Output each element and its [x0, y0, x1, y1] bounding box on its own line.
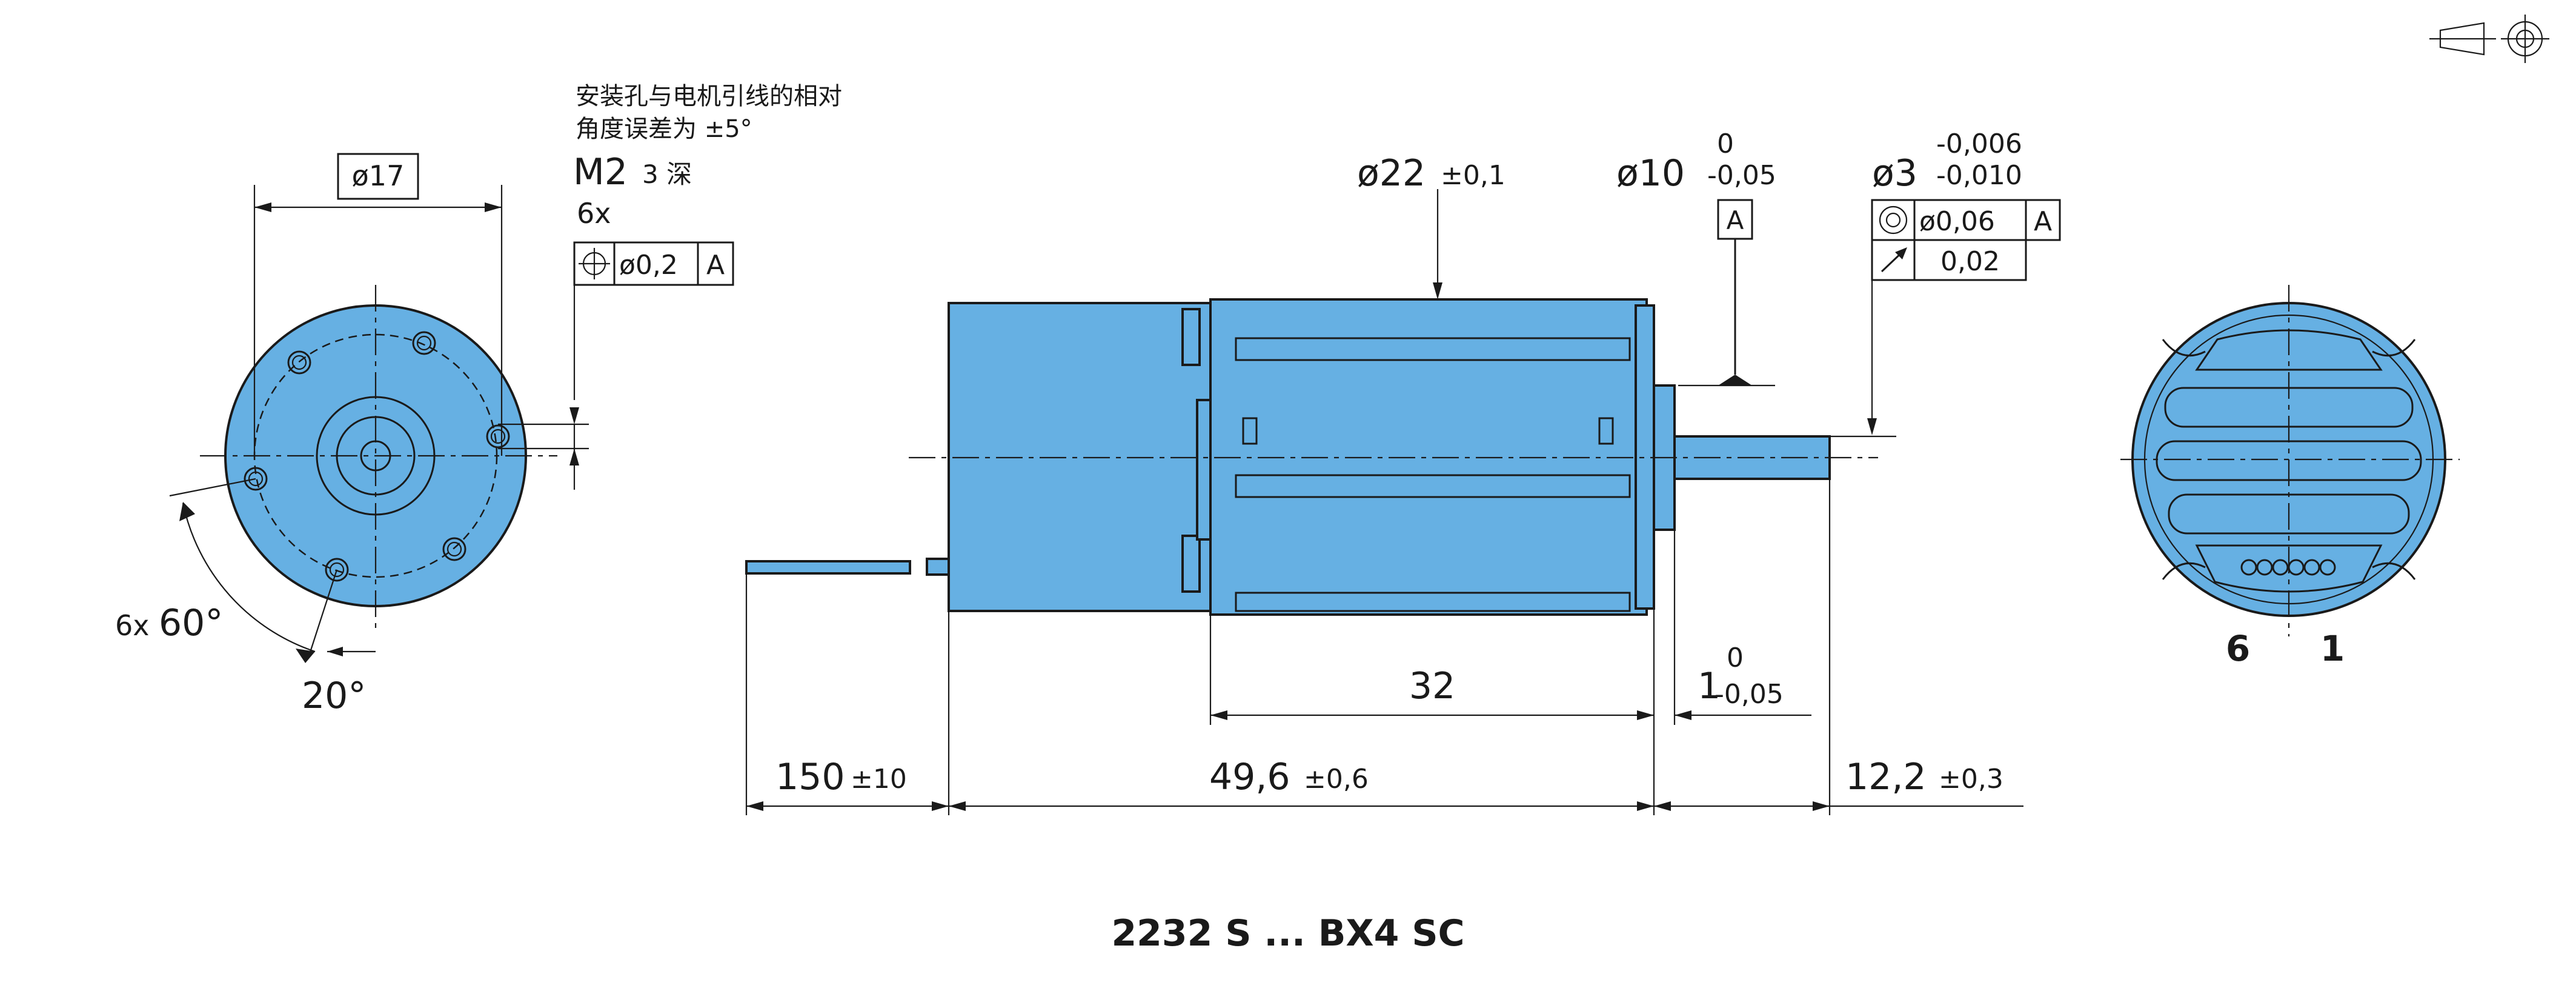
bolt-circle-box [337, 153, 419, 200]
body-diameter-label: ø22 [1357, 152, 1426, 195]
runout-icon [1881, 247, 1907, 273]
runout-frame: 0,02 [1871, 239, 2027, 281]
lead-length-tol: ±10 [851, 764, 907, 795]
rear-connector-housing [2195, 544, 2383, 593]
rear-rib-bottom [1181, 535, 1201, 593]
body-diameter-tol: ±0,1 [1441, 160, 1505, 191]
position-tolerance-icon [579, 248, 610, 279]
pilot-datum-box [1717, 199, 1753, 240]
concentricity-frame: ø0,06 A [1871, 199, 2061, 241]
lead-wire [745, 560, 911, 575]
motor-length-tol: ±0,6 [1304, 764, 1369, 795]
pilot-length-tol-upper: 0 [1727, 642, 1744, 673]
concentricity-icon [1879, 205, 1908, 235]
shaft-length-tol: ±0,3 [1939, 764, 2003, 795]
pin-label-1: 1 [2320, 628, 2345, 669]
pilot-datum-label: A [1727, 205, 1744, 235]
motor-length-label: 49,6 [1209, 756, 1290, 798]
runout-value: 0,02 [1940, 246, 2000, 277]
thread-depth-label: 3 深 [642, 159, 692, 189]
shaft-tol-upper: -0,006 [1936, 128, 2022, 159]
shaft-diameter-label: ø3 [1872, 152, 1917, 195]
pilot-length-tol-lower: -0,05 [1715, 679, 1784, 710]
position-tolerance-datum: A [706, 250, 725, 281]
pilot-tol-upper: 0 [1717, 128, 1734, 159]
bolt-circle-label: ø17 [352, 159, 405, 192]
rear-rib-top [1181, 308, 1201, 366]
front-flange [1635, 304, 1655, 610]
concentricity-datum: A [2034, 206, 2052, 237]
mounting-holes [244, 331, 510, 582]
side-view: ø22 ±0,1 ø10 0 -0,05 A ø3 -0,006 -0,010 … [745, 128, 2061, 815]
pilot-tol-lower: -0,05 [1707, 160, 1776, 191]
concentricity-value: ø0,06 [1919, 206, 1995, 237]
housing-slot-middle [1235, 474, 1631, 498]
motor-rear-cap [948, 302, 1212, 612]
pilot-length-label: 1 [1698, 665, 1721, 707]
thread-label: M2 [573, 151, 628, 193]
housing-window-left [1242, 417, 1258, 445]
angle-offset-label: 20° [302, 675, 366, 717]
mounting-note-line2: 角度误差为 ±5° [576, 115, 752, 143]
shaft-length-label: 12,2 [1845, 756, 1927, 798]
lead-length-label: 150 [775, 756, 845, 798]
angle-spacing-label: 60° [159, 602, 223, 644]
pilot-diameter-label: ø10 [1616, 152, 1685, 195]
rear-view: 6 1 [2120, 285, 2460, 669]
position-tolerance-value: ø0,2 [619, 250, 678, 281]
angle-count-label: 6x [115, 609, 150, 642]
housing-slot-bottom [1235, 592, 1631, 612]
housing-slot-top [1235, 337, 1631, 361]
housing-window-right [1598, 417, 1614, 445]
shaft-tol-lower: -0,010 [1936, 160, 2022, 191]
length-32-label: 32 [1409, 665, 1455, 707]
hole-count-label: 6x [577, 197, 611, 230]
pin-label-6: 6 [2226, 628, 2250, 669]
mounting-note-line1: 安装孔与电机引线的相对 [576, 82, 842, 110]
front-view: ø17 6x 60° 20° 安装孔与电机引线的相对 角度误差为 ±5° M2 … [115, 82, 842, 717]
model-label: 2232 S ... BX4 SC [1111, 912, 1464, 955]
first-angle-projection-icon [2429, 15, 2549, 63]
rear-rib-1 [2195, 329, 2383, 371]
connector-pins [2240, 559, 2336, 576]
lead-wire-strain-relief [926, 558, 951, 576]
position-tolerance-frame: ø0,2 A [573, 241, 734, 286]
